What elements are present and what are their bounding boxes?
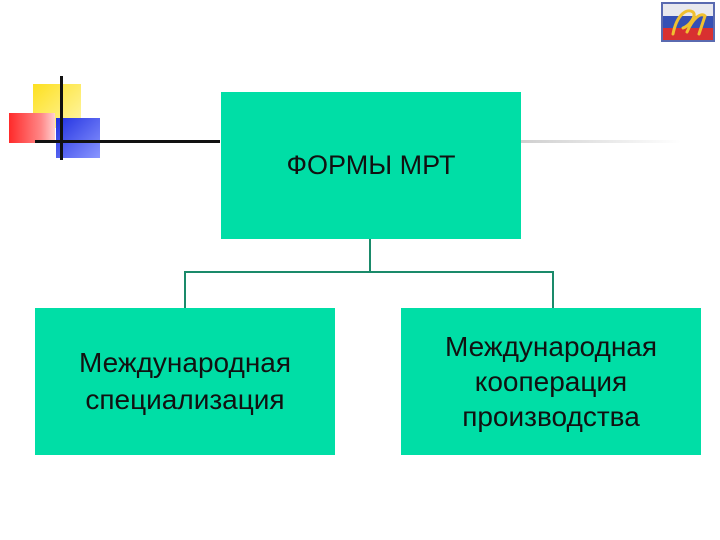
decor-blue-square: [56, 118, 100, 158]
child-node-line: производства: [462, 401, 640, 432]
decor-faded-line: [521, 140, 681, 143]
connector-root-down: [369, 239, 371, 272]
decor-vertical-line: [60, 76, 63, 160]
emblem-logo-icon: [661, 2, 715, 42]
child-node-line: кооперация: [474, 366, 628, 397]
connector-horizontal: [184, 271, 554, 273]
child-node-specialization: Международная специализация: [35, 308, 335, 455]
connector-right-down: [552, 271, 554, 308]
child-node-line: Международная: [78, 347, 292, 379]
connector-left-down: [184, 271, 186, 308]
child-node-line: специализация: [85, 383, 285, 415]
child-node-line: Международная: [444, 331, 658, 362]
child-node-cooperation: Международная кооперация производства: [401, 308, 701, 455]
root-node-label: ФОРМЫ МРТ: [286, 150, 456, 180]
decor-red-square: [9, 113, 55, 143]
decor-horizontal-line: [35, 140, 220, 143]
root-node-box: ФОРМЫ МРТ: [221, 92, 521, 239]
